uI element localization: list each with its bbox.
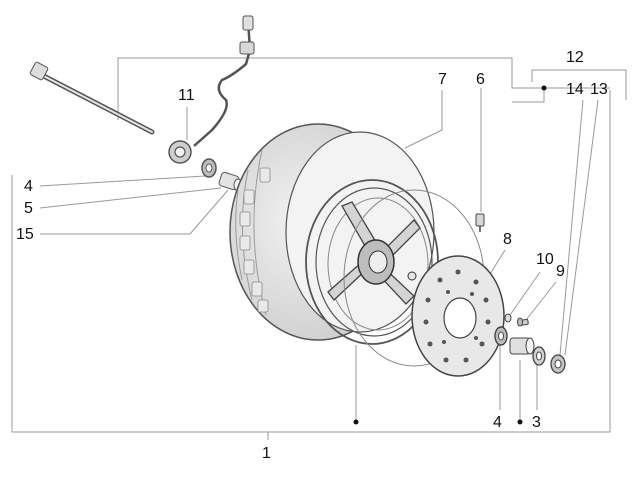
leader-9 [525,281,557,321]
leader-lines [11,57,627,440]
label-13: 13 [590,81,608,98]
valve-6 [475,213,485,232]
label-8: 8 [503,231,512,248]
leader-7 [404,90,443,149]
leader-13 [564,99,599,356]
label-4-top: 4 [24,178,33,195]
label-1: 1 [262,445,271,462]
washer-10 [504,313,512,323]
screw-9 [517,317,529,327]
wheel-axle [29,61,155,135]
leader-15-b [189,189,229,235]
label-3: 3 [532,414,541,431]
label-14: 14 [566,81,584,98]
bearing-and-bushings [201,158,243,192]
bracket-assembly-1 [11,90,611,433]
dot-top-right [541,85,547,91]
leader-12-dot [512,88,545,103]
dot-bottom-wheel [353,419,359,425]
leader-14 [559,99,584,356]
bullet-dots [353,85,547,425]
label-12: 12 [566,49,584,66]
label-6: 6 [476,71,485,88]
label-7: 7 [438,71,447,88]
wheel-rim [305,179,439,345]
leader-10 [509,271,541,316]
label-9: 9 [556,263,565,280]
label-5: 5 [24,200,33,217]
nut-13 [550,354,566,374]
label-4-bottom: 4 [493,414,502,431]
brake-disc-8 [411,255,505,377]
leader-4-top [39,175,206,187]
leader-5 [39,187,222,209]
label-10: 10 [536,251,554,268]
label-11: 11 [178,87,195,104]
label-15: 15 [16,226,34,243]
speedo-sensor-cable [168,15,255,164]
hub-small-parts [494,313,566,374]
bracket-12 [531,69,627,100]
dot-bottom-spacer [517,419,523,425]
